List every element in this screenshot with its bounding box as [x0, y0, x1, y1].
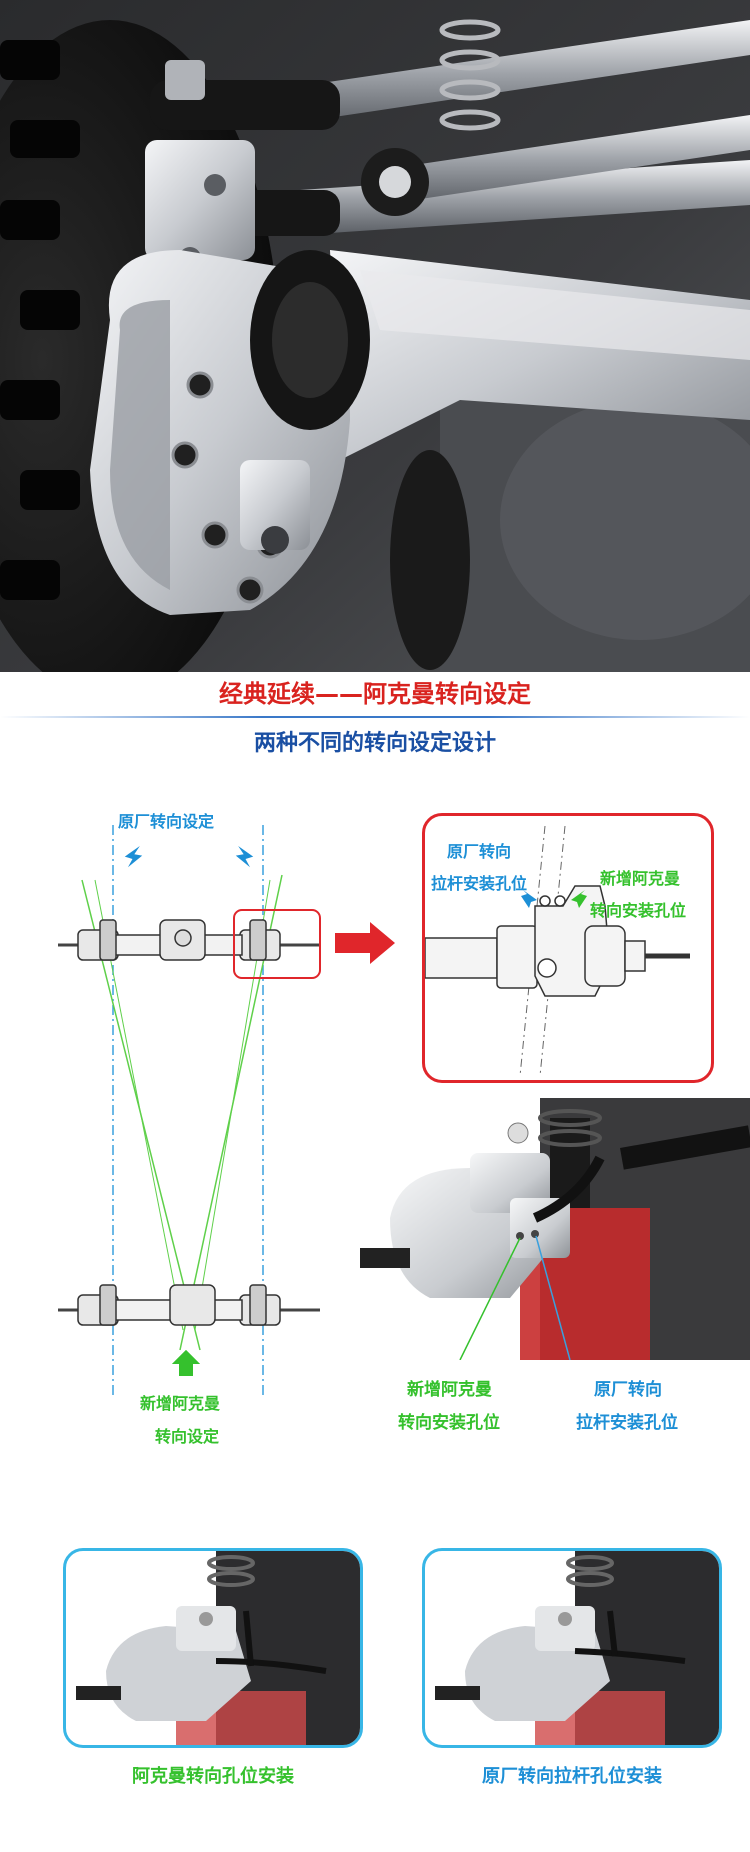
ackermann-install-photo [76, 1551, 360, 1745]
zoom-ackermann-label-2: 转向安装孔位 [590, 901, 687, 920]
factory-install-photo [435, 1551, 719, 1745]
steering-geometry-drawing [58, 825, 395, 1395]
ackermann-install-panel [63, 1548, 363, 1748]
hero-photo [0, 0, 750, 672]
top-axle [58, 919, 320, 961]
ackermann-steering-label-1: 新增阿克曼 [140, 1394, 221, 1413]
ackermann-install-caption: 阿克曼转向孔位安装 [132, 1766, 294, 1787]
zoom-factory-label-1: 原厂转向 [447, 842, 512, 861]
zoom-factory-label-2: 拉杆安装孔位 [431, 874, 528, 893]
hero-caption: 经典延续——阿克曼转向设定 [219, 680, 531, 708]
zoom-ackermann-label-1: 新增阿克曼 [600, 869, 681, 888]
knuckle-closeup-photo [360, 1098, 750, 1360]
title-divider [0, 716, 750, 718]
closeup-pointer-lines [459, 1235, 571, 1360]
bottom-axle [58, 1284, 320, 1326]
section-subtitle: 两种不同的转向设定设计 [253, 731, 496, 756]
closeup-ackermann-label-1: 新增阿克曼 [407, 1380, 492, 1400]
closeup-factory-label-1: 原厂转向 [594, 1380, 662, 1400]
zoom-knuckle-drawing [425, 825, 690, 1077]
factory-install-panel [422, 1548, 722, 1748]
closeup-factory-label-2: 拉杆安装孔位 [576, 1413, 678, 1433]
factory-steering-label: 原厂转向设定 [118, 812, 215, 831]
zoom-detail-box [422, 813, 714, 1083]
closeup-ackermann-label-2: 转向安装孔位 [398, 1413, 500, 1433]
ackermann-steering-label-2: 转向设定 [155, 1427, 220, 1446]
factory-install-caption: 原厂转向拉杆孔位安装 [482, 1766, 662, 1787]
steering-diagram [0, 770, 750, 1490]
